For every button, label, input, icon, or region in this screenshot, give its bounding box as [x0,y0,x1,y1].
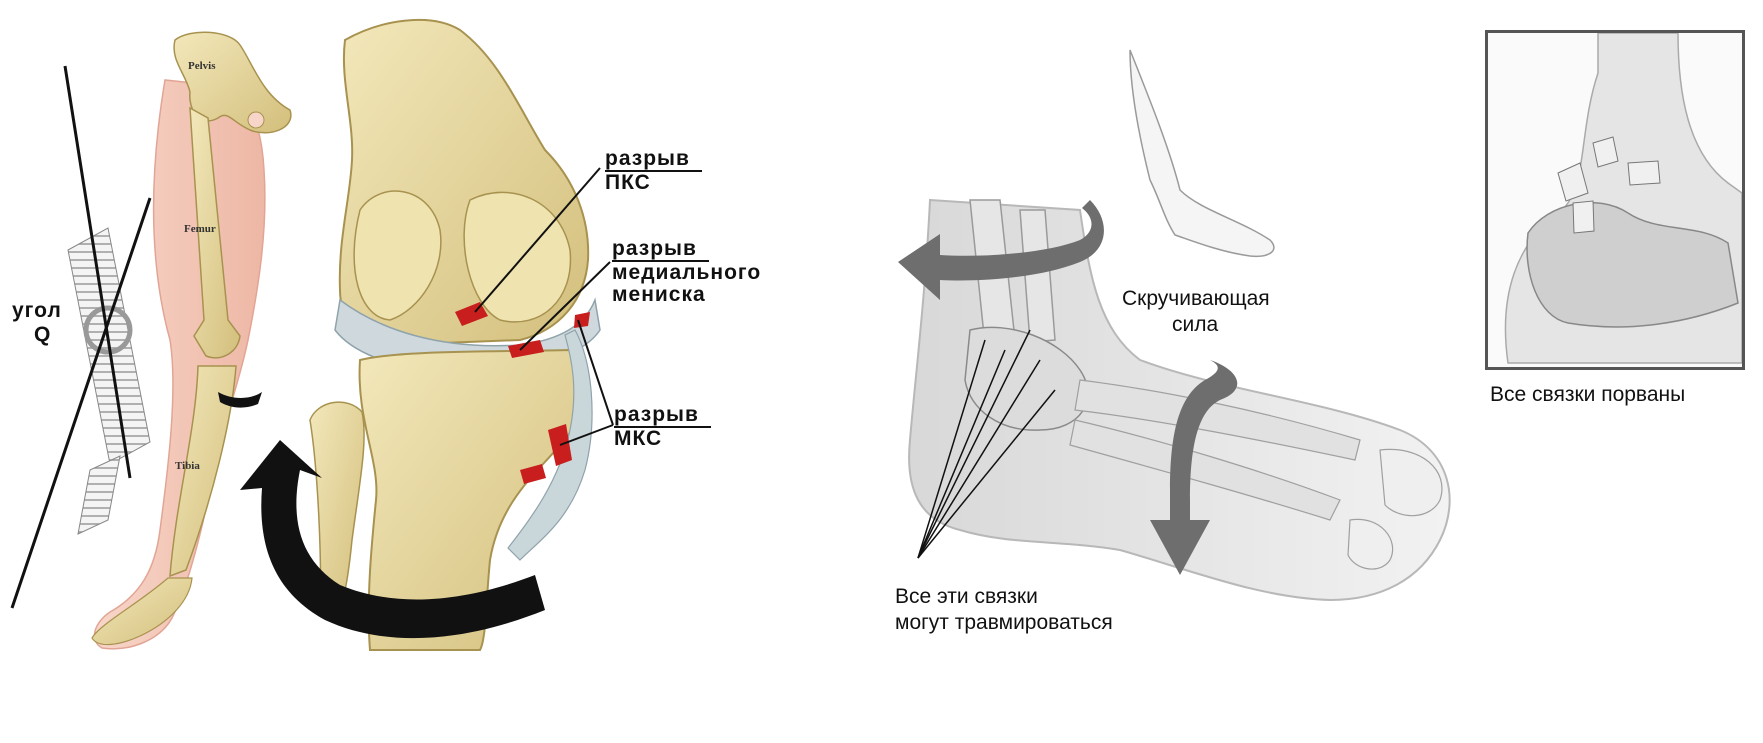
tibial-spring-graphic [78,456,120,534]
reference-foot-sketch [1130,50,1274,256]
twisting-force-label-line1: Скручивающая [1122,288,1270,310]
mcl-tear-label-line2: МКС [614,428,662,450]
ligaments-at-risk-label-line1: Все эти связки [895,586,1038,608]
twisting-force-label-line2: сила [1172,314,1218,336]
torn-ligaments-inset [1485,30,1745,370]
femur-label: Femur [184,218,216,240]
inset-torn-ligament-2 [1593,137,1618,167]
knee-joint-illustration [240,20,613,650]
inset-torn-ligament-3 [1628,161,1660,185]
q-angle-label-line1: угол [12,300,62,322]
all-ligaments-torn-label: Все связки порваны [1490,384,1685,406]
q-angle-schematic [12,66,150,608]
tibia-label: Tibia [175,455,200,477]
inset-torn-ligament-4 [1573,201,1594,233]
ligaments-at-risk-label-line2: могут травмироваться [895,612,1113,634]
meniscus-tear-label-line3: мениска [612,284,706,306]
meniscus-tear-label-line2: медиального [612,262,761,284]
meniscus-tear-mark-2 [574,312,590,328]
acl-tear-label-line1: разрыв [605,148,702,172]
mcl-tear-label-line1: разрыв [614,404,711,428]
acl-tear-label-line2: ПКС [605,172,651,194]
torn-ligaments-inset-illustration [1488,33,1742,367]
meniscus-tear-label-line1: разрыв [612,238,709,262]
pelvis-obturator-hole [248,112,264,128]
q-angle-label-line2: Q [34,324,51,346]
pelvis-label: Pelvis [188,55,216,77]
